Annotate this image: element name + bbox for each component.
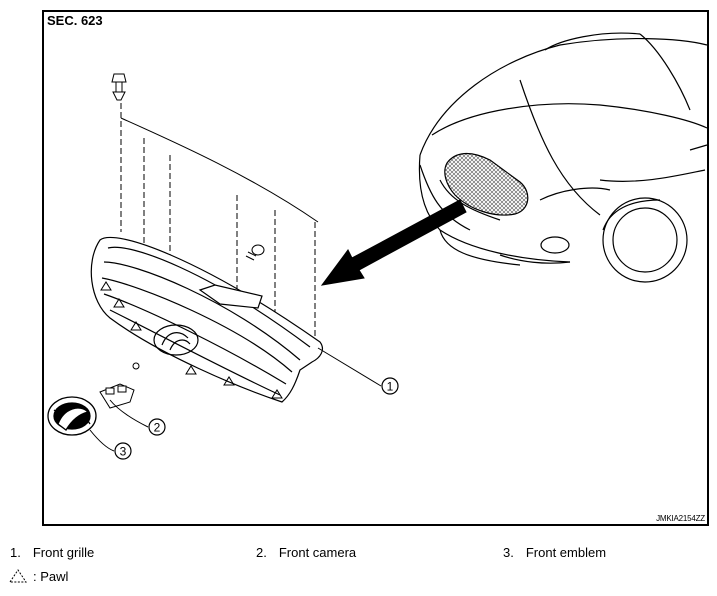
front-camera (99, 362, 140, 409)
vehicle-grille-mesh (444, 153, 529, 216)
grille-pawls (100, 281, 283, 399)
legend-label: Front emblem (525, 545, 607, 560)
svg-text:2: 2 (154, 421, 161, 435)
screw-icon (245, 244, 265, 261)
diagram-frame (42, 10, 709, 526)
pawl-triangle-icon (9, 569, 27, 583)
legend-number: 3. (503, 545, 514, 560)
direction-arrow-icon (320, 199, 467, 286)
legend-item-front-emblem: 3. Front emblem (503, 545, 606, 560)
grille-top-edge-line (120, 117, 319, 223)
front-emblem (47, 396, 97, 436)
legend-item-front-camera: 2. Front camera (256, 545, 356, 560)
legend-number: 2. (256, 545, 267, 560)
callout-2: 2 (148, 418, 166, 436)
callout-1: 1 (381, 377, 399, 395)
legend-number: 1. (10, 545, 21, 560)
section-label: SEC. 623 (47, 13, 103, 28)
svg-text:1: 1 (387, 380, 394, 394)
pawl-note: : Pawl (33, 568, 69, 584)
assembly-lines (120, 103, 316, 345)
vehicle-illustration (418, 32, 708, 283)
legend-item-front-grille: 1. Front grille (10, 545, 94, 560)
callout-3: 3 (114, 442, 132, 460)
front-grille (90, 236, 324, 403)
leader-lines (89, 347, 382, 452)
legend-label: Front grille (32, 545, 95, 560)
grille-emblem-outline (153, 324, 199, 356)
figure-id: JMKIA2154ZZ (656, 514, 705, 523)
legend-label: Front camera (278, 545, 357, 560)
svg-text:3: 3 (120, 445, 127, 459)
clip-icon (111, 73, 127, 101)
pawl-legend: : Pawl (8, 568, 68, 584)
